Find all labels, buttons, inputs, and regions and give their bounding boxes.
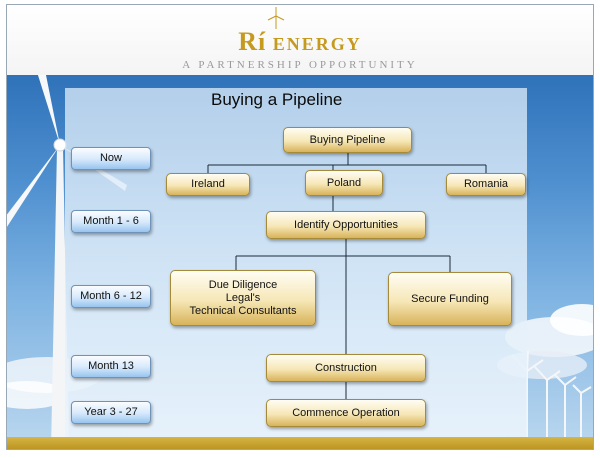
timeline-year-3-27: Year 3 - 27 <box>71 401 151 424</box>
node-buying-pipeline: Buying Pipeline <box>283 127 412 153</box>
brand-main: Rí <box>238 27 267 56</box>
node-romania: Romania <box>446 173 526 196</box>
timeline-month-13: Month 13 <box>71 355 151 378</box>
tagline: A PARTNERSHIP OPPORTUNITY <box>182 59 418 71</box>
wind-turbine-icon <box>267 7 285 29</box>
due-diligence-line-2: Legal's <box>225 291 261 304</box>
node-identify-opportunities: Identify Opportunities <box>266 211 426 239</box>
node-commence-operation: Commence Operation <box>266 399 426 427</box>
due-diligence-line-1: Due Diligence <box>208 278 278 291</box>
page-title: Buying a Pipeline <box>211 90 343 109</box>
footer-bar <box>7 437 593 449</box>
timeline-month-1-6: Month 1 - 6 <box>71 210 151 233</box>
timeline-now: Now <box>71 147 151 170</box>
due-diligence-line-3: Technical Consultants <box>189 304 297 317</box>
timeline-month-6-12: Month 6 - 12 <box>71 285 151 308</box>
node-poland: Poland <box>305 170 383 196</box>
brand-energy: ENERGY <box>266 34 362 54</box>
node-secure-funding: Secure Funding <box>388 272 512 326</box>
node-construction: Construction <box>266 354 426 382</box>
company-logo: Rí ENERGY <box>7 27 593 57</box>
node-due-diligence: Due Diligence Legal's Technical Consulta… <box>170 270 316 326</box>
node-ireland: Ireland <box>166 173 250 196</box>
